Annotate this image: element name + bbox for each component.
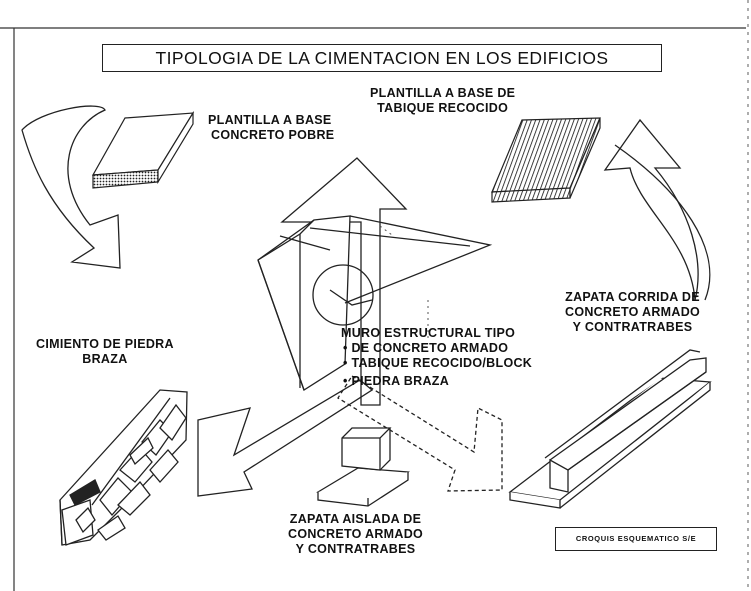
arrow-down-left — [197, 379, 374, 497]
zapata-corrida — [508, 349, 712, 509]
curved-arrow-right — [603, 118, 711, 301]
detail-circle — [312, 264, 374, 326]
sketch-note-badge: CROQUIS ESQUEMATICO S/E — [555, 527, 717, 551]
page-title: TIPOLOGIA DE LA CIMENTACION EN LOS EDIFI… — [102, 44, 662, 72]
curved-arrow-left — [21, 105, 121, 269]
plantilla-concreto-pobre-slab — [91, 110, 195, 189]
label-plantilla-tabique: PLANTILLA A BASE DE TABIQUE RECOCIDO — [370, 86, 516, 115]
central-arrows — [197, 157, 503, 497]
cimiento-piedra-braza — [59, 389, 188, 546]
arrow-up-left — [280, 157, 408, 406]
label-cimiento-piedra: CIMIENTO DE PIEDRA BRAZA — [36, 337, 174, 366]
zapata-aislada — [316, 427, 410, 507]
muro-estructural-wall — [257, 215, 493, 391]
label-muro-estructural: MURO ESTRUCTURAL TIPO • DE CONCRETO ARMA… — [341, 326, 533, 388]
label-zapata-corrida: ZAPATA CORRIDA DE CONCRETO ARMADO Y CONT… — [565, 290, 701, 334]
label-plantilla-concreto-pobre: PLANTILLA A BASE CONCRETO POBRE — [208, 113, 335, 142]
plantilla-tabique-slab — [491, 117, 601, 203]
label-zapata-aislada: ZAPATA AISLADA DE CONCRETO ARMADO Y CONT… — [288, 512, 424, 556]
sketch-marks — [379, 225, 429, 340]
